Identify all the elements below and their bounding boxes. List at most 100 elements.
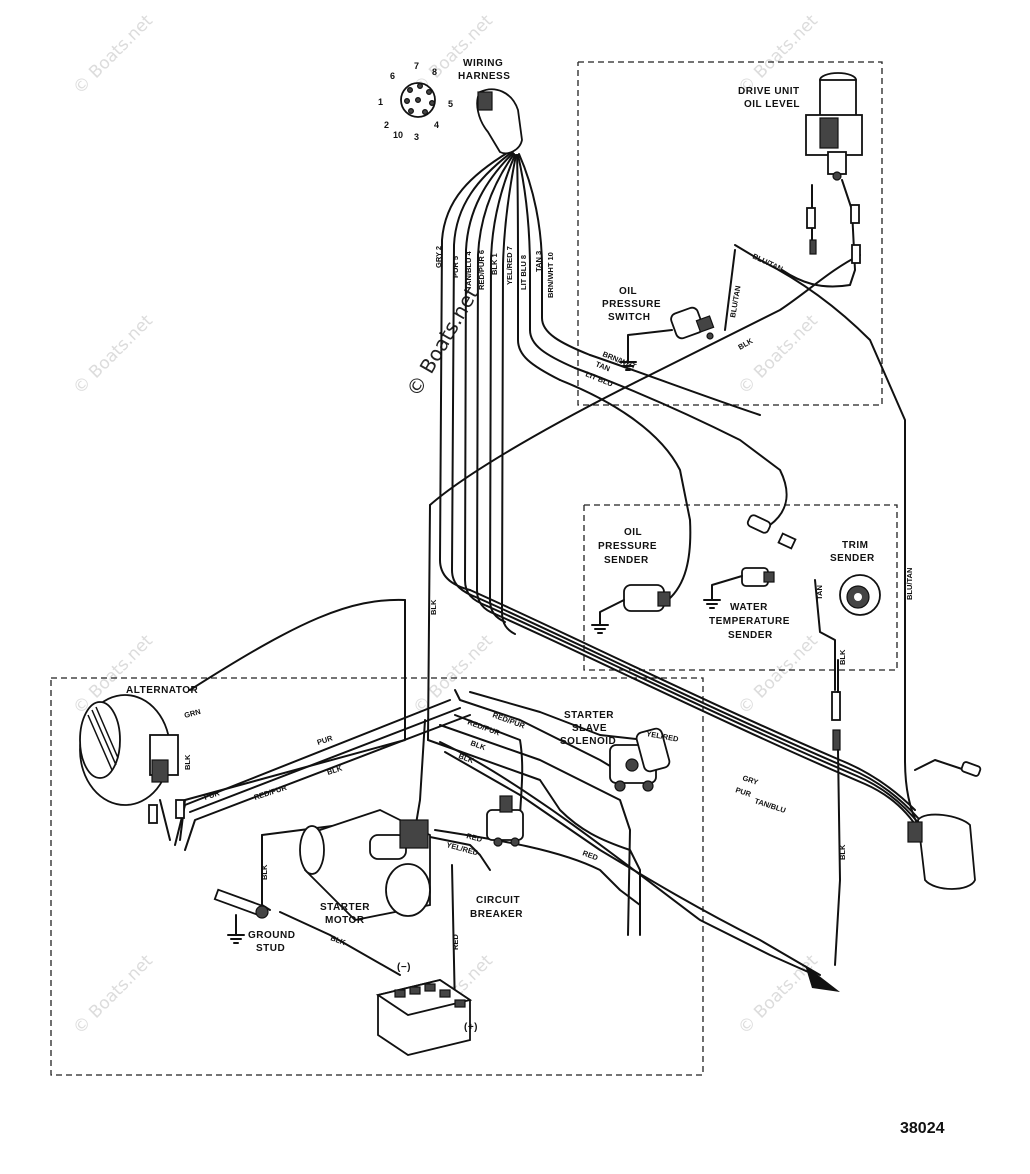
label-drive-unit: DRIVE UNIT (738, 86, 800, 97)
wire-blk-ground (429, 254, 861, 506)
label-circuit-breaker: CIRCUIT (476, 895, 520, 906)
harness-wire-lit-blu (516, 154, 561, 381)
wire-label: LIT BLU (584, 370, 614, 389)
wire-label: BLK 1 (490, 253, 499, 275)
ground-stud: GROUND STUD (213, 888, 295, 954)
watermark: © Boats.net (69, 11, 157, 99)
pin-label: 8 (432, 67, 437, 77)
wire-label: GRY 2 (434, 246, 443, 268)
label-trim-sender: TRIM (842, 540, 868, 551)
label-trim-sender: SENDER (830, 553, 875, 564)
wire-label: TAN (815, 585, 824, 600)
wire-label: TAN/BLU 4 (464, 251, 473, 290)
sender-group-box (583, 504, 898, 671)
label-water-temp-sender: SENDER (728, 630, 773, 641)
wire-labels: BLU/TAN BLU/TAN BLK BRN/WHT TAN LIT BLU … (183, 252, 914, 950)
pin-label: 2 (384, 120, 389, 130)
harness-wire-pur (451, 151, 513, 599)
watermark: © Boats.net (734, 311, 822, 399)
wire-label: PUR (203, 788, 221, 802)
wire-label: BLK (838, 844, 847, 860)
pin-label: 5 (448, 99, 453, 109)
wire-label: YEL/RED 7 (505, 246, 514, 285)
label-water-temp-sender: WATER (730, 602, 768, 613)
wire-label: LIT BLU 8 (519, 255, 528, 290)
label-water-temp-sender: TEMPERATURE (709, 616, 790, 627)
wire-label: GRY (741, 773, 759, 786)
harness-wire-brn-wht (518, 153, 591, 356)
wire-label: BLU/TAN (905, 568, 914, 600)
label-oil-pressure-sender: OIL (624, 527, 642, 538)
label-oil-pressure-switch: SWITCH (608, 312, 650, 323)
label-ground-stud: GROUND (248, 930, 295, 941)
watermark: © Boats.net (734, 951, 822, 1039)
wire-label: BLK (838, 649, 847, 665)
oil-pressure-sender: OIL PRESSURE SENDER (591, 527, 671, 634)
label-circuit-breaker: BREAKER (470, 909, 523, 920)
pin-label: 7 (414, 61, 419, 71)
wire-label: PUR (316, 733, 334, 747)
wire-label: BLK (260, 864, 269, 880)
wire-label: TAN 3 (534, 251, 543, 272)
alternator: ALTERNATOR (79, 685, 198, 824)
watermark: © Boats.net (69, 951, 157, 1039)
wire-label: PUR (734, 785, 752, 799)
group-boxes (50, 61, 898, 1076)
harness-wire-blk (489, 154, 516, 623)
harness-wire-yel-red (501, 154, 517, 635)
drive-unit-group-box (577, 61, 883, 406)
watermark: © Boats.net (409, 631, 497, 719)
wire-label: RED (581, 848, 600, 862)
wire-label: BLK (326, 763, 344, 777)
label-starter-motor: MOTOR (325, 915, 365, 926)
water-temperature-sender: WATER TEMPERATURE SENDER (703, 514, 797, 641)
circuit-breaker: CIRCUIT BREAKER (470, 795, 524, 920)
wire-label: TAN/BLU (753, 796, 787, 815)
wire-label: RED (451, 934, 460, 950)
label-battery-negative: (−) (397, 962, 411, 973)
label-starter-motor: STARTER (320, 902, 370, 913)
oil-pressure-switch: OIL PRESSURE SWITCH (602, 286, 715, 371)
harness-wire-tan-blu (464, 152, 514, 607)
label-starter-slave: SLAVE (572, 723, 607, 734)
label-oil-pressure-sender: SENDER (604, 555, 649, 566)
pin-label: 3 (414, 132, 419, 142)
trim-sender: TRIM SENDER (830, 540, 881, 751)
label-alternator: ALTERNATOR (126, 685, 198, 696)
pin-label: 4 (434, 120, 439, 130)
watermark: © Boats.net (734, 631, 822, 719)
wire-label: BLK (183, 754, 192, 770)
figure-number: 38024 (900, 1120, 945, 1137)
label-drive-unit: OIL LEVEL (744, 99, 800, 110)
wiring-harness-connector: 7 8 6 1 5 2 4 10 3 WIRING HARNESS (378, 58, 523, 155)
pin-label: 10 (393, 130, 403, 140)
label-oil-pressure-switch: PRESSURE (602, 299, 661, 310)
watermark-layer: © Boats.net © Boats.net © Boats.net © Bo… (69, 11, 822, 1039)
label-starter-slave: STARTER (564, 710, 614, 721)
wire-label: RED/PUR 6 (477, 250, 486, 290)
label-oil-pressure-sender: PRESSURE (598, 541, 657, 552)
label-starter-slave: SOLENOID (560, 736, 616, 747)
wire-label: BLK (737, 336, 755, 352)
wire-label: RED (465, 831, 483, 844)
label-oil-pressure-switch: OIL (619, 286, 637, 297)
pin-label: 1 (378, 97, 383, 107)
battery: (−) (+) (375, 962, 478, 1056)
starter-slave-solenoid: STARTER SLAVE SOLENOID (560, 710, 671, 792)
wire-label: BLK (329, 933, 347, 947)
watermark: © Boats.net (69, 311, 157, 399)
starter-motor: STARTER MOTOR (299, 809, 431, 926)
label-ground-stud: STUD (256, 943, 285, 954)
right-connectors (805, 659, 982, 992)
wire-label: BRN/WHT 10 (546, 252, 555, 298)
wire-label: PUR 5 (451, 256, 460, 278)
wires (159, 149, 921, 1026)
engine-group-box (50, 677, 704, 1076)
harness-wire-labels: GRY 2 PUR 5 TAN/BLU 4 RED/PUR 6 BLK 1 YE… (434, 246, 555, 298)
label-wiring-harness: HARNESS (458, 71, 510, 82)
harness-wire-red-pur (476, 153, 515, 615)
harness-wire-tan (517, 154, 576, 369)
pin-label: 6 (390, 71, 395, 81)
label-wiring-harness: WIRING (463, 58, 503, 69)
